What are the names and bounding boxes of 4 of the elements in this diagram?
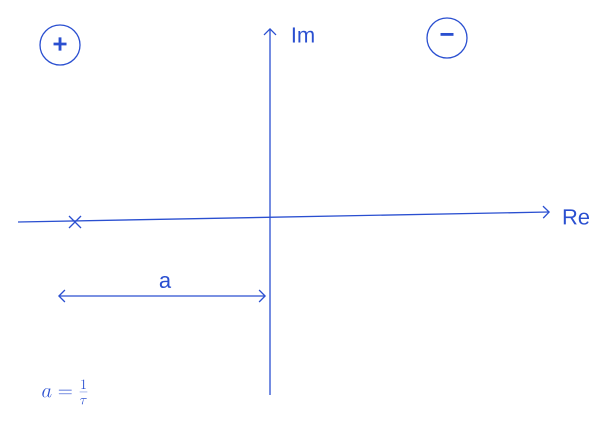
dimension-label: a <box>160 276 172 288</box>
formula: $a = \frac{1}{\tau}$ <box>42 379 88 404</box>
axis-label: Re <box>564 209 590 225</box>
axis-label: Im <box>292 27 314 43</box>
